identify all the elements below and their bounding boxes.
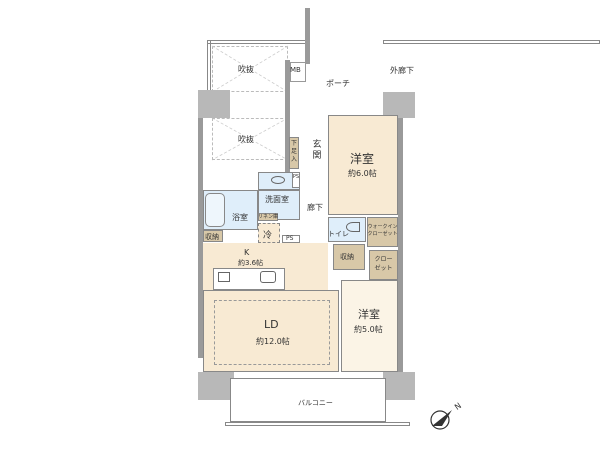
linen-label: リネン庫 [258, 214, 279, 220]
storage-mid [333, 244, 365, 270]
bathtub-icon [205, 193, 225, 227]
toilet-label: トイレ [328, 230, 349, 238]
kitchen-name: K [244, 248, 250, 257]
closet-label: クロー ゼット [374, 256, 393, 272]
sink-icon [271, 176, 285, 184]
kitchen-size: 約3.6帖 [238, 259, 264, 267]
shoe-storage [289, 137, 299, 169]
western-room-1-size: 約6.0帖 [348, 169, 377, 178]
storage-mid-label: 収納 [340, 253, 354, 261]
closet [369, 250, 398, 280]
hallway-label: 廊下 [307, 203, 323, 212]
ps-mid-box [282, 235, 300, 243]
storage-left-label: 収納 [205, 233, 219, 241]
walk-in-closet-label: ウォークイン クローゼット [367, 224, 398, 237]
kitchen-sink-icon [260, 271, 276, 283]
porch-label: ポーチ [326, 79, 350, 88]
wall-porch-left [285, 60, 290, 190]
ps-top-box [292, 172, 300, 188]
shoe-storage-label: 下足入 [290, 140, 297, 163]
linen-storage [258, 213, 278, 221]
mb-label: MB [290, 66, 301, 74]
balcony-rail [225, 422, 410, 426]
ps-top-label: PS [292, 174, 300, 180]
bath-label: 浴室 [232, 213, 248, 222]
balcony [230, 378, 386, 422]
wall-right-outer [398, 118, 403, 380]
western-room-2-name: 洋室 [358, 308, 380, 321]
void-mid-label: 吹抜 [238, 135, 254, 144]
ps-mid-label: PS [286, 235, 294, 242]
void-top [212, 46, 288, 92]
storage-left [203, 230, 223, 242]
toilet-bowl-icon [346, 222, 360, 232]
fridge [258, 223, 280, 243]
void-top-label: 吹抜 [238, 65, 254, 74]
balcony-label: バルコニー [298, 399, 333, 407]
ld-name: LD [264, 318, 279, 331]
western-room-1-name: 洋室 [350, 152, 375, 166]
ld-size: 約12.0帖 [256, 337, 290, 346]
wall-porch-top [305, 8, 310, 64]
wall-left-outer [198, 118, 203, 358]
wall-right-column [383, 92, 415, 118]
washroom-label: 洗面室 [265, 195, 289, 204]
fridge-label: 冷 [263, 231, 273, 241]
stove-icon [218, 272, 230, 282]
ld-rug-outline [214, 300, 330, 365]
mb-box [290, 62, 306, 82]
wall-bottom-right [383, 372, 415, 400]
western-room-2-size: 約5.0帖 [354, 325, 383, 334]
western-room-1 [328, 115, 398, 215]
kitchen-counter [213, 268, 285, 290]
living-dining [203, 290, 339, 372]
western-room-2 [341, 280, 398, 372]
genkan-label: 玄関 [312, 140, 322, 161]
outer-corridor-label: 外廊下 [390, 66, 414, 75]
wall-left-column [198, 90, 230, 118]
wall-bottom-left [198, 372, 234, 400]
walk-in-closet [367, 217, 398, 247]
